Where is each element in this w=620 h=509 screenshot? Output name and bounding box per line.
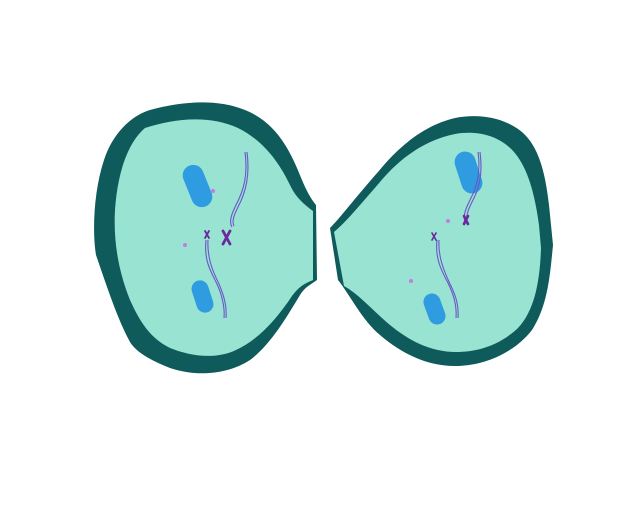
left-spindle-fiber-top <box>230 151 249 228</box>
left-vesicle-2 <box>183 243 187 247</box>
right-cell <box>330 116 553 367</box>
left-chromosome-large <box>221 229 232 246</box>
right-vesicle-2 <box>409 279 413 283</box>
left-organelle-bottom <box>191 280 214 313</box>
right-chromosome-large <box>462 214 470 226</box>
left-cytoplasm <box>114 119 313 356</box>
right-cytoplasm <box>334 132 541 352</box>
left-spindle-fiber-bottom <box>205 239 227 319</box>
left-chromosome-small <box>204 230 210 239</box>
left-vesicle-1 <box>211 189 215 193</box>
right-chromosome-small <box>431 232 437 241</box>
right-vesicle-1 <box>446 219 450 223</box>
right-spindle-fiber-bottom <box>436 239 459 319</box>
left-cell <box>94 102 317 374</box>
left-organelle-top <box>182 164 213 208</box>
right-organelle-bottom <box>423 293 446 325</box>
right-organelle-top <box>454 151 483 194</box>
